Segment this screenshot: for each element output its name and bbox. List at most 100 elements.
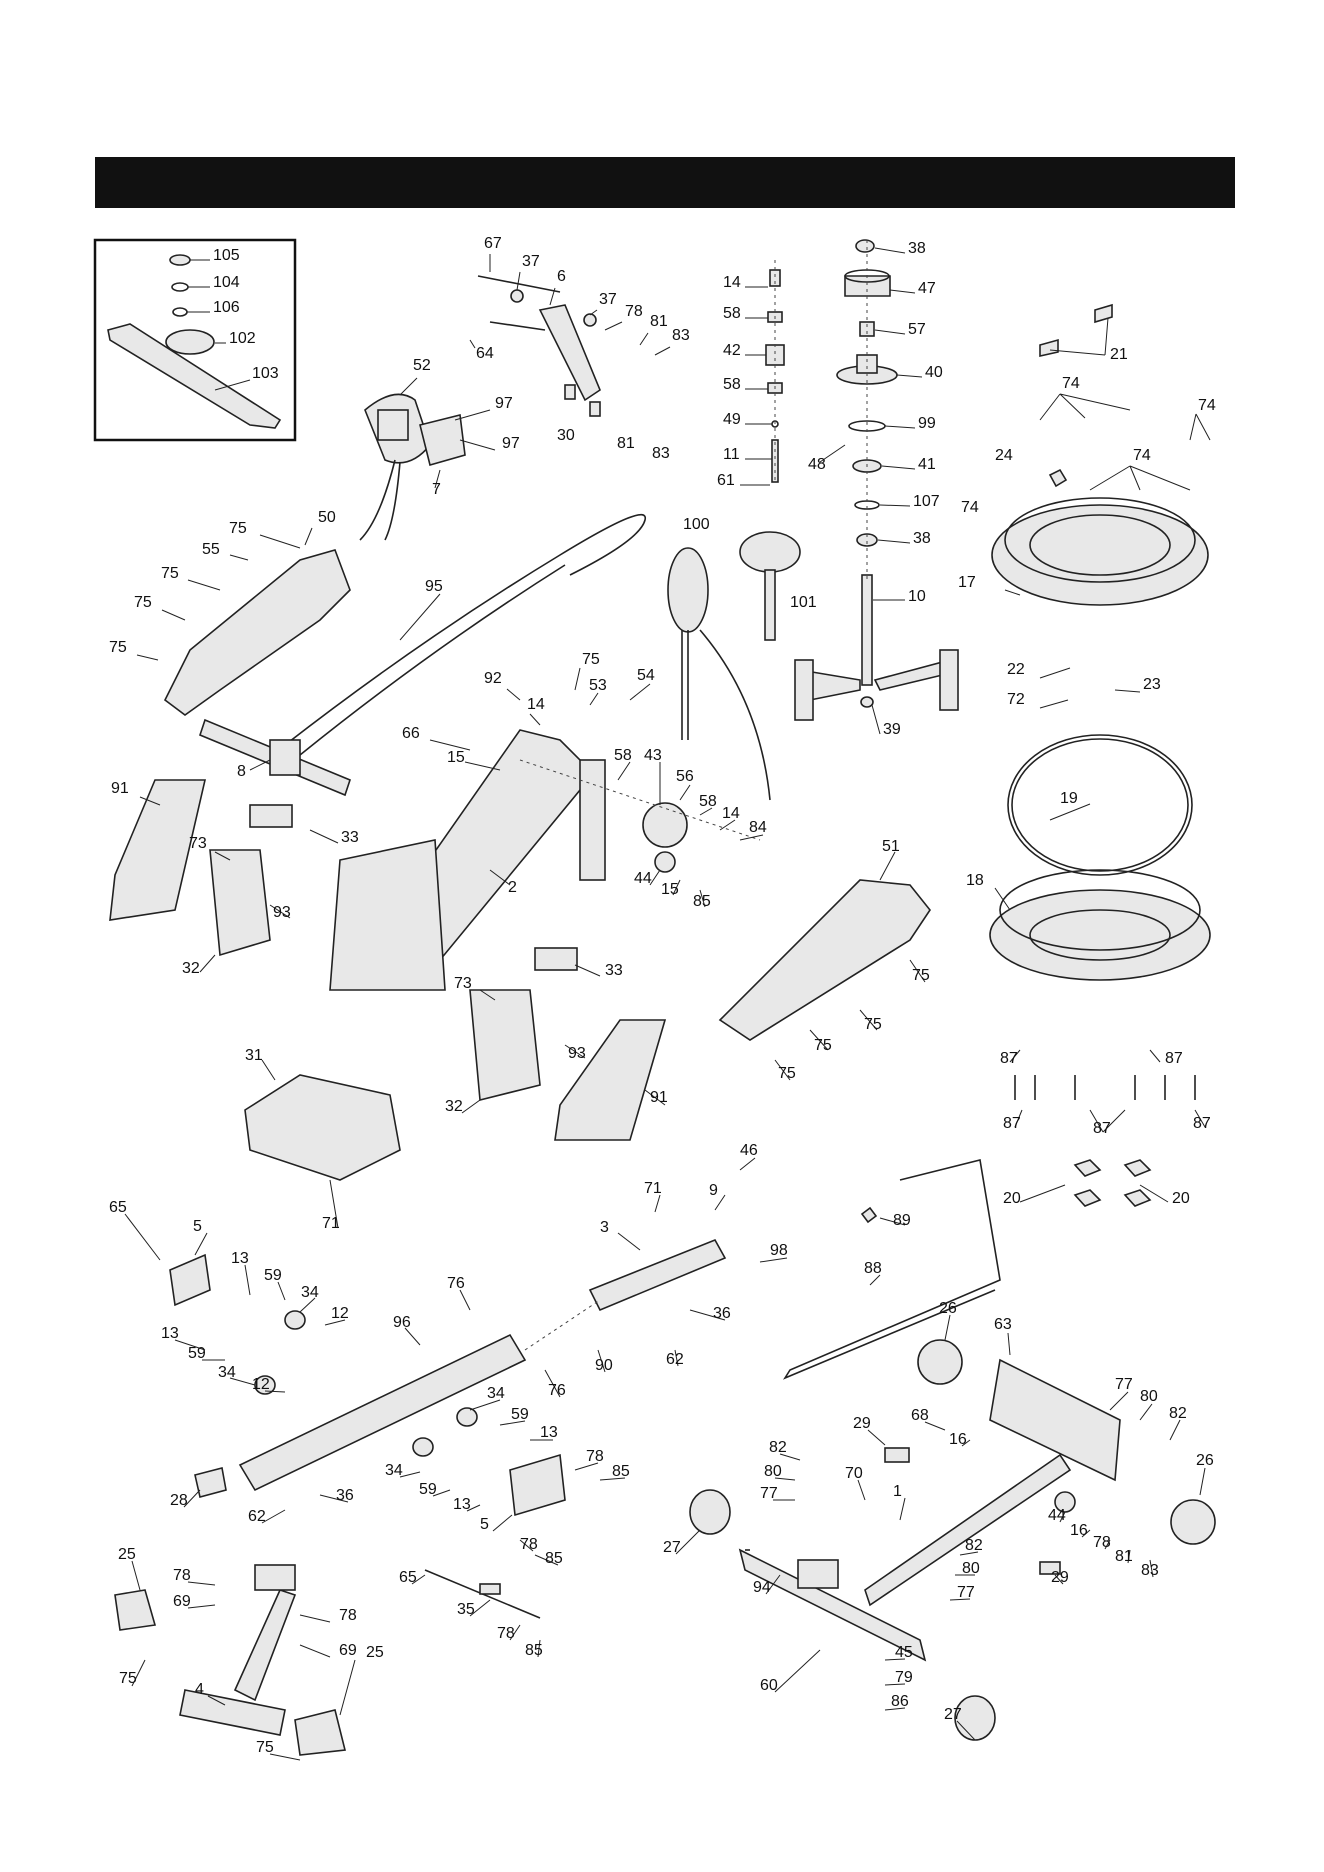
part-callout-16: 16 [1070,1522,1088,1539]
part-callout-73: 73 [454,975,472,992]
part-callout-75: 75 [814,1037,832,1054]
part-callout-29: 29 [853,1415,871,1432]
part-callout-57: 57 [908,321,926,338]
part-callout-75: 75 [256,1739,274,1756]
part-callout-78: 78 [520,1536,538,1553]
part-callout-73: 73 [189,835,207,852]
part-callout-69: 69 [339,1642,357,1659]
part-callout-34: 34 [487,1385,505,1402]
part-callout-58: 58 [723,376,741,393]
part-callout-13: 13 [540,1424,558,1441]
part-callout-71: 71 [644,1180,662,1197]
part-callout-20: 20 [1172,1190,1190,1207]
part-callout-54: 54 [637,667,655,684]
part-callout-77: 77 [760,1485,778,1502]
part-callout-59: 59 [188,1345,206,1362]
part-callout-27: 27 [944,1706,962,1723]
part-callout-7: 7 [432,481,441,498]
part-callout-87: 87 [1000,1050,1018,1067]
part-callout-87: 87 [1003,1115,1021,1132]
part-callout-68: 68 [911,1407,929,1424]
part-callout-78: 78 [586,1448,604,1465]
part-callout-58: 58 [723,305,741,322]
part-callout-61: 61 [717,472,735,489]
part-callout-34: 34 [218,1364,236,1381]
part-callout-26: 26 [939,1300,957,1317]
part-callout-16: 16 [949,1431,967,1448]
part-callout-25: 25 [118,1546,136,1563]
part-callout-81: 81 [1115,1548,1133,1565]
part-callout-75: 75 [912,967,930,984]
part-callout-87: 87 [1165,1050,1183,1067]
part-callout-24: 24 [995,447,1013,464]
part-callout-47: 47 [918,280,936,297]
part-callout-30: 30 [557,427,575,444]
part-callout-48: 48 [808,456,826,473]
part-callout-19: 19 [1060,790,1078,807]
part-callout-75: 75 [119,1670,137,1687]
part-callout-25: 25 [366,1644,384,1661]
part-callout-22: 22 [1007,661,1025,678]
part-callout-15: 15 [661,881,679,898]
part-callout-85: 85 [612,1463,630,1480]
part-callout-82: 82 [769,1439,787,1456]
part-callout-100: 100 [683,516,710,533]
part-callout-23: 23 [1143,676,1161,693]
part-callout-83: 83 [1141,1562,1159,1579]
part-callout-36: 36 [713,1305,731,1322]
part-callout-58: 58 [699,793,717,810]
part-callout-32: 32 [445,1098,463,1115]
part-callout-104: 104 [213,274,240,291]
part-callout-75: 75 [229,520,247,537]
part-callout-85: 85 [525,1642,543,1659]
part-callout-78: 78 [497,1625,515,1642]
part-callout-80: 80 [764,1463,782,1480]
leader-lines [124,247,1211,1761]
part-callout-32: 32 [182,960,200,977]
part-callout-99: 99 [918,415,936,432]
part-callout-102: 102 [229,330,256,347]
part-callout-64: 64 [476,345,494,362]
part-callout-17: 17 [958,574,976,591]
part-callout-14: 14 [722,805,740,822]
part-callout-82: 82 [1169,1405,1187,1422]
part-callout-14: 14 [723,274,741,291]
part-callout-62: 62 [666,1351,684,1368]
part-callout-85: 85 [693,893,711,910]
part-callout-51: 51 [882,838,900,855]
part-callout-91: 91 [111,780,129,797]
part-callout-80: 80 [1140,1388,1158,1405]
part-callout-59: 59 [511,1406,529,1423]
part-callout-83: 83 [672,327,690,344]
part-callout-83: 83 [652,445,670,462]
part-callout-50: 50 [318,509,336,526]
part-callout-80: 80 [962,1560,980,1577]
part-callout-44: 44 [1048,1507,1066,1524]
part-callout-14: 14 [527,696,545,713]
part-callout-69: 69 [173,1593,191,1610]
part-callout-18: 18 [966,872,984,889]
part-callout-42: 42 [723,342,741,359]
part-callout-53: 53 [589,677,607,694]
part-callout-74: 74 [1198,397,1216,414]
part-callout-44: 44 [634,870,652,887]
part-callout-74: 74 [1133,447,1151,464]
part-callout-38: 38 [908,240,926,257]
part-callout-10: 10 [908,588,926,605]
part-callout-3: 3 [600,1219,609,1236]
part-callout-41: 41 [918,456,936,473]
part-callout-89: 89 [893,1212,911,1229]
part-callout-81: 81 [650,313,668,330]
part-callout-86: 86 [891,1693,909,1710]
part-callout-26: 26 [1196,1452,1214,1469]
part-callout-88: 88 [864,1260,882,1277]
part-callout-4: 4 [195,1681,204,1698]
part-callout-13: 13 [161,1325,179,1342]
part-callout-37: 37 [522,253,540,270]
part-callout-75: 75 [161,565,179,582]
part-callout-85: 85 [545,1550,563,1567]
part-callout-34: 34 [385,1462,403,1479]
part-callout-75: 75 [864,1016,882,1033]
part-callout-6: 6 [557,268,566,285]
